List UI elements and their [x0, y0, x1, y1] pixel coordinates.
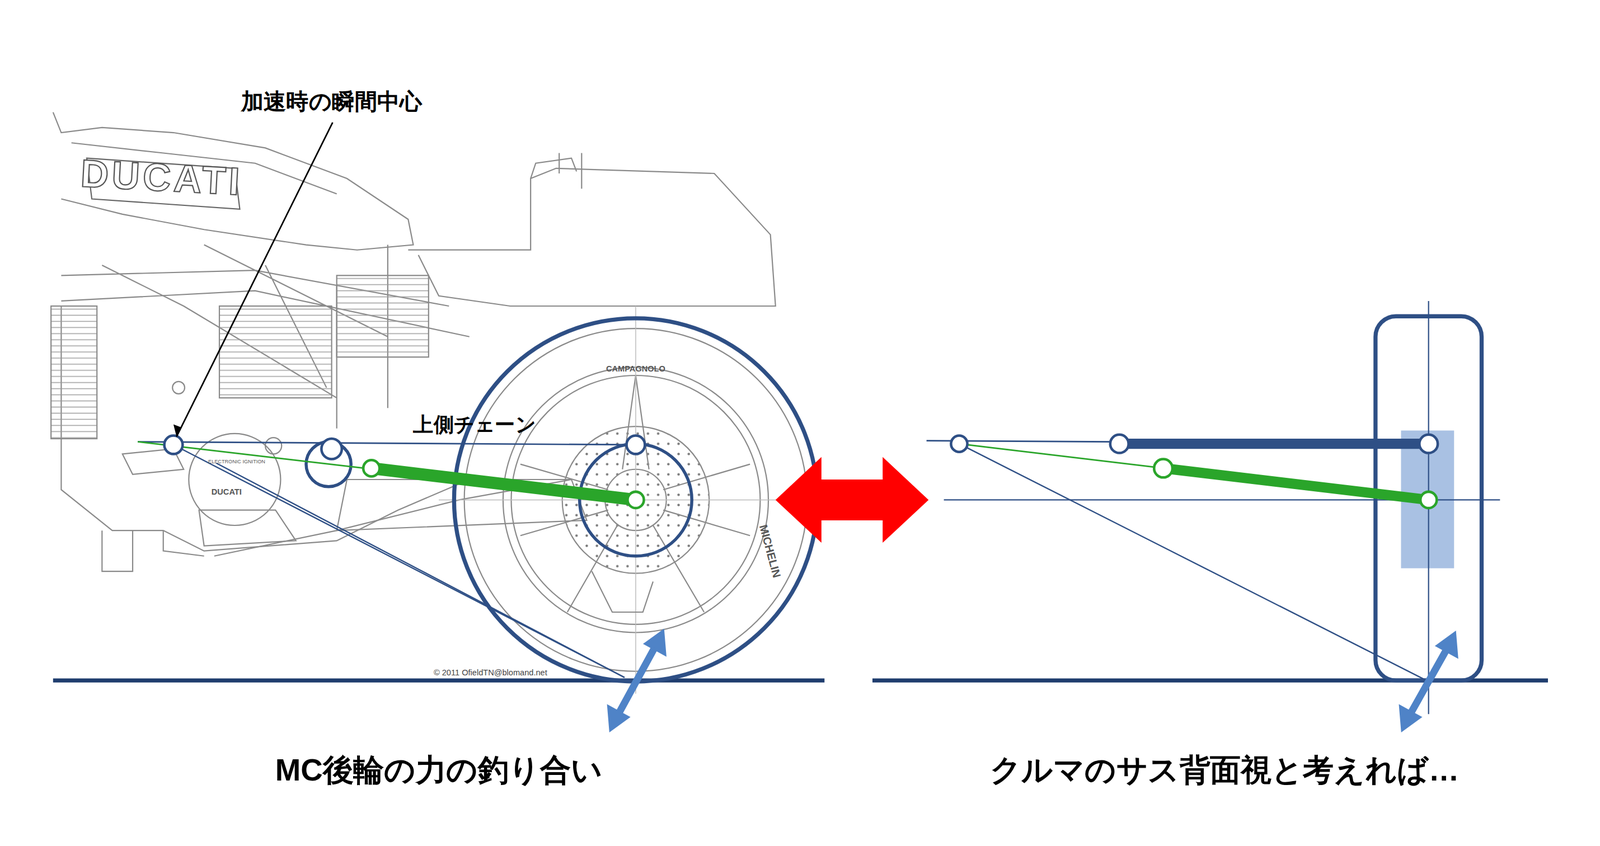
callout-label: 加速時の瞬間中心 — [241, 88, 422, 115]
equivalence-arrow — [775, 457, 929, 543]
brand-mark: MICHELIN — [757, 523, 784, 580]
brand-mark: DUCATI — [211, 488, 242, 498]
brand-mark: DUCATI — [79, 152, 244, 206]
wheel-sketch — [438, 306, 817, 694]
panel-caption: MC後輪の力の釣り合い — [275, 752, 603, 788]
left-analysis — [53, 122, 825, 731]
brand-mark: ELECTRONIC IGNITION — [208, 459, 266, 466]
part-label: 上側チェーン — [413, 413, 536, 437]
panel-caption: クルマのサス背面視と考えれば… — [989, 752, 1460, 788]
right-analysis — [872, 301, 1548, 731]
copyright-note: © 2011 OfieldTN@blomand.net — [433, 668, 548, 679]
brand-mark: CAMPAGNOLO — [606, 364, 666, 375]
